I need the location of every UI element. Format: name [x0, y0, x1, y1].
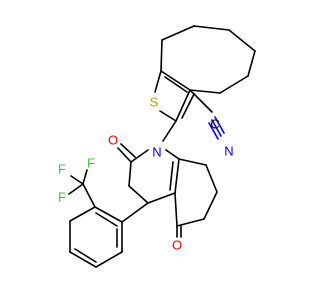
- bond: [130, 149, 149, 163]
- bond: [161, 25, 195, 41]
- bond: [94, 206, 123, 223]
- bond: [82, 169, 88, 185]
- bond: [70, 175, 84, 185]
- atom-label-nitrile-nitrogen: N: [224, 144, 233, 159]
- atom-label-nitrile-carbon: C: [210, 117, 219, 132]
- nitrile-group: [189, 89, 225, 140]
- ketone-carbonyl: [176, 225, 182, 238]
- bond: [82, 183, 96, 208]
- bond: [178, 158, 207, 166]
- bond: [208, 122, 219, 140]
- bond: [214, 116, 225, 134]
- bond: [176, 218, 205, 227]
- bond: [228, 29, 256, 52]
- bond: [189, 89, 221, 94]
- bond: [162, 120, 177, 142]
- bond: [181, 93, 195, 119]
- atom-label-fluorine-1: F: [58, 162, 66, 177]
- molecule-structure-diagram: S N N C O O F F F: [58, 25, 256, 268]
- atom-label-ketone-oxygen: O: [172, 238, 182, 253]
- bond: [128, 185, 149, 204]
- bond: [95, 251, 123, 268]
- bond: [154, 70, 162, 93]
- atom-label-fluorine-2: F: [87, 156, 95, 171]
- bond: [117, 147, 132, 163]
- bond: [174, 192, 178, 227]
- bond: [219, 75, 249, 94]
- atom-label-ring-nitrogen: N: [152, 145, 161, 160]
- cyclohexenone-ring: [174, 158, 218, 227]
- bond: [165, 149, 180, 160]
- bond: [95, 212, 118, 227]
- bond: [74, 248, 97, 263]
- amide-carbonyl: [117, 143, 136, 163]
- bond: [160, 39, 163, 72]
- bond: [69, 206, 96, 222]
- bond: [147, 192, 176, 204]
- atom-label-fluorine-3: F: [58, 190, 66, 205]
- atom-label-sulfur: S: [150, 95, 159, 110]
- bond: [120, 143, 136, 158]
- benzene-ring: [69, 206, 123, 268]
- bond: [189, 89, 213, 113]
- bond: [121, 202, 149, 223]
- bond: [203, 191, 218, 220]
- bond: [193, 25, 230, 31]
- bond: [174, 158, 180, 194]
- bond: [169, 161, 174, 191]
- bond: [164, 76, 188, 93]
- lactam-ring: [128, 149, 180, 204]
- bond: [205, 164, 218, 193]
- bond: [247, 50, 256, 77]
- thiophene-ring: [154, 70, 195, 122]
- atom-label-amide-oxygen: O: [108, 133, 118, 148]
- bond: [69, 251, 97, 268]
- trifluoromethyl-group: [68, 169, 96, 208]
- bond: [175, 89, 191, 122]
- bond: [160, 70, 191, 91]
- bond: [128, 161, 132, 187]
- cyclooctane-ring: [160, 25, 256, 94]
- bond: [211, 119, 222, 137]
- bond: [159, 110, 177, 122]
- bond: [68, 183, 84, 195]
